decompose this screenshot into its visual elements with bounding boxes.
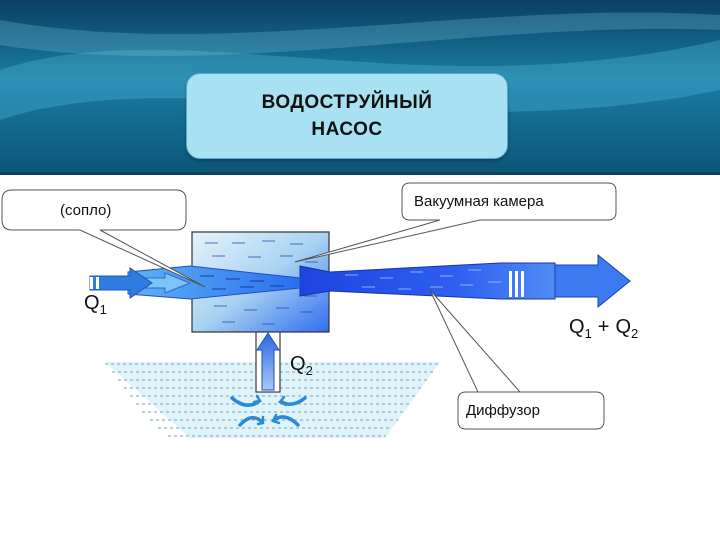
pump-diagram: (сопло) Вакуумная камера Диффузор Q1 Q2 … — [1, 182, 638, 438]
label-q2: Q2 — [290, 353, 313, 378]
callout-vacuum-chamber-text: Вакуумная камера — [414, 193, 544, 210]
title-line-1: ВОДОСТРУЙНЫЙ — [261, 92, 433, 113]
water-pool — [105, 362, 440, 438]
label-q-out: Q1+Q2 — [569, 316, 638, 341]
callout-diffuser: Диффузор — [429, 289, 605, 430]
callout-diffuser-text: Диффузор — [466, 402, 540, 419]
label-q1: Q1 — [84, 292, 107, 317]
title-line-2: НАСОС — [311, 119, 383, 140]
diffuser — [299, 262, 556, 300]
inlet-arrow — [89, 267, 153, 299]
title-box: ВОДОСТРУЙНЫЙ НАСОС — [186, 73, 508, 159]
suction-pipe — [255, 329, 281, 393]
callout-vacuum-chamber: Вакуумная камера — [294, 182, 617, 263]
suction-swirl-arrows — [230, 394, 307, 427]
callout-nozzle: (сопло) — [1, 189, 206, 288]
callout-nozzle-text: (сопло) — [60, 202, 111, 219]
outlet-arrow — [554, 253, 631, 309]
